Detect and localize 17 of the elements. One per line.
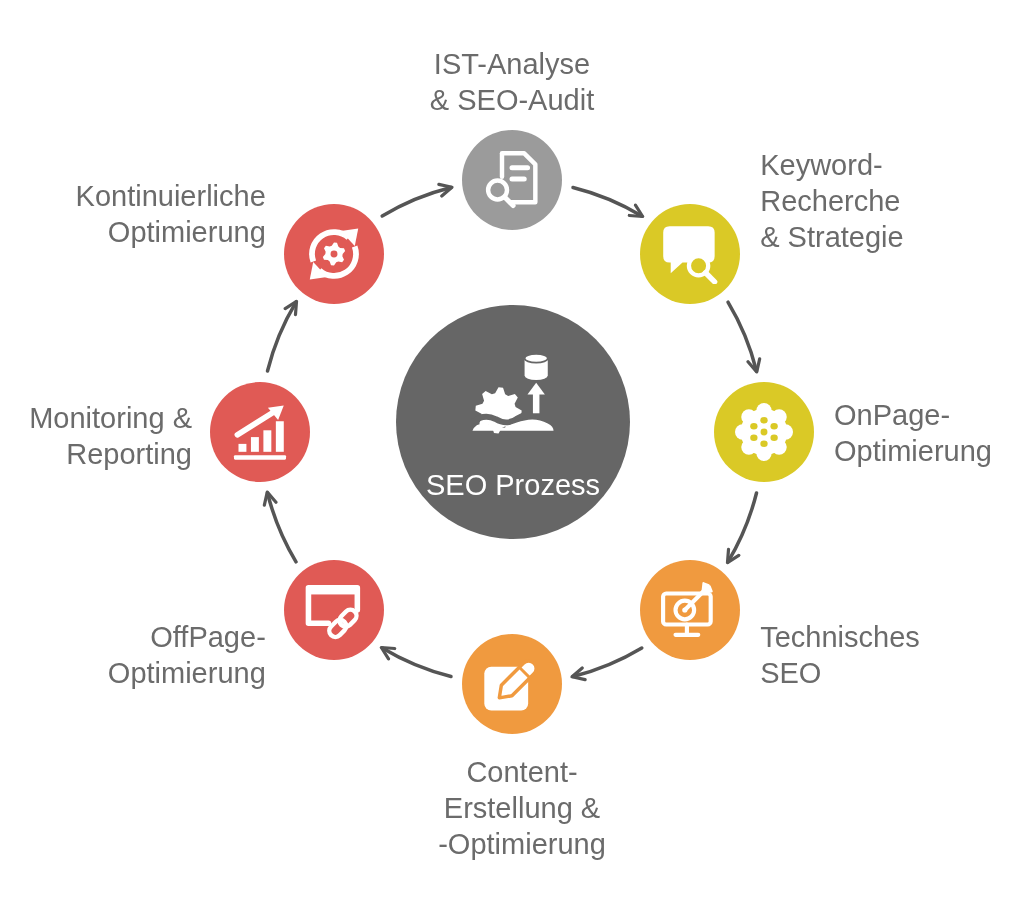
cycle-arrow xyxy=(265,299,299,373)
cycle-arrow xyxy=(379,645,453,679)
step-label: Content- Erstellung & -Optimierung xyxy=(437,755,607,862)
cycle-arrow xyxy=(263,490,298,564)
step-label: Kontinuierliche Optimierung xyxy=(74,178,266,250)
cycle-arrow xyxy=(571,185,645,219)
cycle-arrow xyxy=(380,183,454,218)
step-label: OffPage- Optimierung xyxy=(106,620,266,692)
step-label: Monitoring & Reporting xyxy=(28,401,192,472)
cycle-arrow xyxy=(570,646,644,681)
cycle-arrow xyxy=(725,491,759,565)
step-label: Keyword- Recherche & Strategie xyxy=(760,147,905,255)
step-label: OnPage- Optimierung xyxy=(834,398,993,469)
hub-label: SEO Prozess xyxy=(425,468,601,503)
cycle-arrow xyxy=(726,300,761,374)
step-label: Technisches SEO xyxy=(760,620,921,692)
step-label: IST-Analyse & SEO-Audit xyxy=(428,47,596,118)
